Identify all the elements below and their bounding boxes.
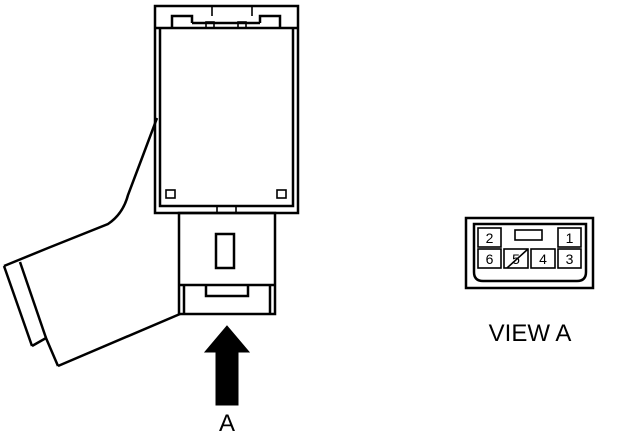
pin-label-5: 5 [512, 251, 520, 267]
pin-label-1: 1 [566, 230, 574, 246]
pin-cell-6 [477, 248, 502, 269]
connector-nose [177, 211, 277, 316]
pin-cell-2 [477, 227, 502, 248]
pin-cell-5 [503, 248, 529, 269]
view-direction-arrow [203, 325, 251, 406]
arrow-label: A [219, 410, 235, 434]
view-label: VIEW A [489, 320, 572, 347]
pin-cell-3 [557, 248, 582, 269]
pin-label-2: 2 [486, 230, 494, 246]
cable-boot [2, 117, 181, 368]
connector-body [153, 4, 300, 215]
pin-label-6: 6 [486, 251, 494, 267]
pin-cell-1 [557, 227, 582, 248]
pin-label-3: 3 [566, 251, 574, 267]
pin-label-4: 4 [539, 251, 547, 267]
unused-pin-slash [506, 248, 529, 269]
connector-face: 2 1 6 5 4 3 [464, 216, 595, 290]
pin-cell-4 [530, 248, 556, 269]
